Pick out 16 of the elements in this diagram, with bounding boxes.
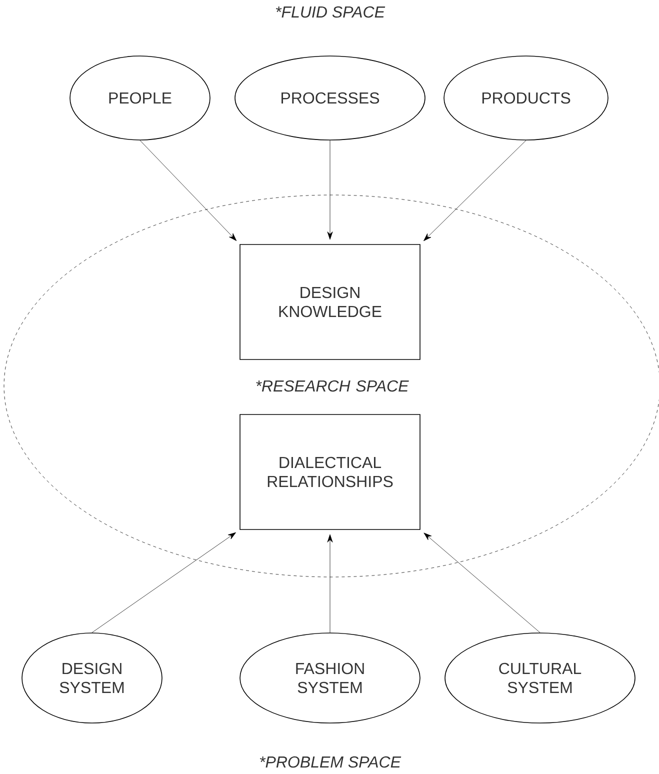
ellipse-node: PROCESSES — [234, 56, 426, 140]
ellipse-node: FASHION SYSTEM — [240, 632, 420, 724]
arrow — [140, 140, 237, 241]
ellipse-node: PEOPLE — [70, 56, 210, 140]
ellipse-node: CULTURAL SYSTEM — [444, 632, 636, 724]
process-box: DIALECTICAL RELATIONSHIPS — [240, 414, 420, 530]
process-box: DESIGN KNOWLEDGE — [240, 244, 420, 360]
space-label: *PROBLEM SPACE — [260, 756, 402, 768]
ellipse-node: PRODUCTS — [444, 56, 608, 140]
arrow — [327, 140, 333, 240]
arrow — [92, 532, 236, 633]
arrow — [424, 532, 540, 633]
arrow — [327, 534, 333, 633]
ellipse-node: DESIGN SYSTEM — [22, 632, 162, 724]
arrow — [424, 140, 526, 242]
space-label: *FLUID SPACE — [276, 6, 386, 18]
